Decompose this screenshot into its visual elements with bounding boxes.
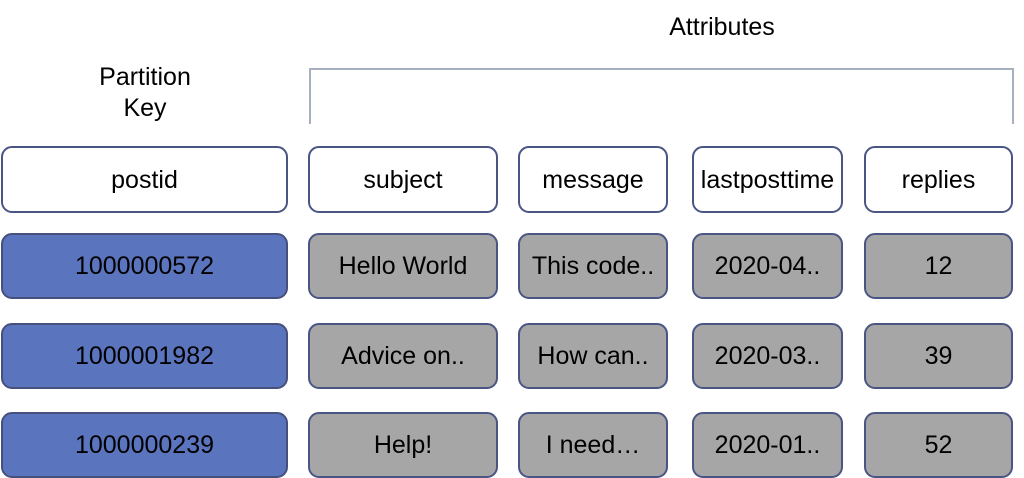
attributes-caption: Attributes	[669, 13, 775, 41]
table-cell-postid: 1000000572	[1, 233, 288, 299]
table-cell-message: How can..	[518, 323, 668, 389]
table-cell-subject: Help!	[308, 412, 498, 478]
table-cell-replies: 39	[864, 323, 1013, 389]
attributes-bracket	[309, 68, 1014, 124]
table-cell-message: This code..	[518, 233, 668, 299]
table-cell-lastposttime: 2020-04..	[692, 233, 843, 299]
column-header-postid: postid	[1, 146, 288, 213]
table-cell-lastposttime: 2020-03..	[692, 323, 843, 389]
partition-key-caption: Partition Key	[99, 63, 191, 122]
column-header-replies: replies	[864, 146, 1013, 213]
table-cell-subject: Advice on..	[308, 323, 498, 389]
column-header-message: message	[518, 146, 668, 213]
table-cell-postid: 1000001982	[1, 323, 288, 389]
table-cell-lastposttime: 2020-01..	[692, 412, 843, 478]
table-cell-message: I need…	[518, 412, 668, 478]
table-cell-replies: 52	[864, 412, 1013, 478]
table-cell-postid: 1000000239	[1, 412, 288, 478]
table-cell-subject: Hello World	[308, 233, 498, 299]
column-header-subject: subject	[308, 146, 498, 213]
column-header-lastposttime: lastposttime	[692, 146, 843, 213]
table-cell-replies: 12	[864, 233, 1013, 299]
